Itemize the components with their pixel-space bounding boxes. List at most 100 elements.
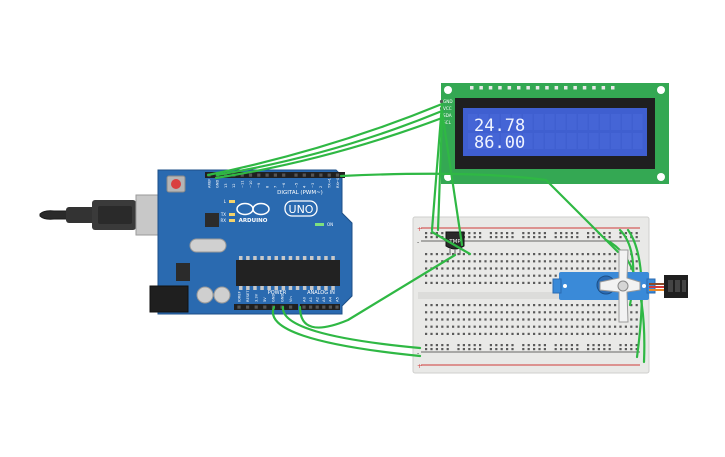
digital-pin-label: ~10	[249, 180, 253, 188]
header-pin[interactable]	[327, 173, 331, 177]
wire-a0-sensor	[298, 253, 457, 329]
arduino-logo-text: ARDUINO	[239, 218, 268, 224]
lcd-line-2: 86.00	[474, 133, 525, 153]
wire-gnd-rail	[281, 305, 422, 350]
mount-hole	[563, 284, 567, 288]
crystal-oscillator	[189, 238, 227, 253]
header-pin[interactable]	[302, 305, 306, 309]
digital-pin-label: ~6	[282, 182, 286, 188]
mount-hole	[444, 173, 452, 181]
header-pin[interactable]	[240, 173, 244, 177]
digital-pin-label: 12	[232, 183, 236, 188]
analog-pin-label: A4	[328, 296, 333, 302]
header-pin[interactable]	[257, 173, 261, 177]
usb-chip	[205, 213, 219, 227]
analog-pin-label: A0	[301, 296, 306, 302]
header-pin[interactable]	[294, 173, 298, 177]
power-jack[interactable]	[149, 285, 189, 313]
mount-hole	[444, 86, 452, 94]
lcd-pin-label: SDA	[443, 113, 452, 118]
on-led-label: ON	[327, 222, 333, 227]
capacitor	[213, 286, 231, 304]
analog-label: ANALOG IN	[307, 290, 335, 296]
chip-pins	[239, 256, 335, 260]
uno-badge	[284, 200, 318, 217]
header-pin[interactable]	[248, 173, 253, 177]
usb-cable	[39, 194, 167, 236]
power-pin-label: GND	[280, 294, 284, 302]
lcd-line-1: 24.78	[474, 116, 525, 136]
header-pin[interactable]	[309, 305, 313, 309]
header-pin[interactable]	[263, 305, 267, 309]
digital-pin-label: 4	[303, 185, 307, 188]
lcd-character-cells	[468, 114, 643, 149]
wire-lcd-sensor	[440, 109, 464, 247]
led-label-tx: TX	[220, 212, 226, 217]
status-leds: L TX RX ON	[220, 199, 333, 227]
led-label-l: L	[224, 199, 227, 204]
lcd-header-pins	[470, 86, 615, 90]
header-pin[interactable]	[289, 305, 293, 309]
header-pin[interactable]	[311, 173, 315, 177]
lcd-pin-label: GND	[443, 99, 453, 104]
mount-hole	[657, 86, 665, 94]
center-channel	[418, 292, 644, 299]
analog-pin-label: A5	[334, 296, 339, 302]
analog-header	[300, 304, 340, 310]
breadboard-holes	[425, 232, 638, 351]
digital-pin-label: 13	[224, 183, 228, 188]
header-pin[interactable]	[224, 173, 228, 177]
wire-lcd-vcc-rail	[436, 116, 444, 232]
header-pin[interactable]	[322, 305, 326, 309]
wire-rail-sensor	[430, 230, 472, 256]
lcd-pin-label: VCC	[443, 106, 452, 111]
reset-button-cap[interactable]	[171, 179, 181, 189]
digital-pin-label: ~9	[257, 182, 261, 188]
wire-digital-servo	[339, 172, 620, 254]
digital-pin-label: 2	[319, 186, 323, 188]
power-pin-label: 5V	[263, 297, 267, 302]
header-pin[interactable]	[335, 173, 340, 177]
wire-5v-rail	[271, 305, 422, 358]
wire-sda-lcd	[214, 116, 444, 180]
header-pin[interactable]	[273, 173, 277, 177]
digital-pin-label: GND	[216, 180, 220, 188]
power-pin-label: GND	[272, 294, 276, 302]
digital-pin-label: AREF	[207, 179, 211, 188]
breadboard: + - - +	[412, 216, 650, 374]
rail-plus-label: +	[417, 363, 422, 370]
header-pin[interactable]	[282, 173, 286, 177]
header-pin[interactable]	[254, 305, 258, 309]
led-label-rx: RX	[220, 218, 226, 223]
lcd-pin[interactable]	[439, 99, 444, 104]
mount-hole	[642, 284, 646, 288]
rail-minus-label: -	[417, 239, 419, 246]
wire-vcc-lcd	[215, 109, 444, 177]
digital-label: DIGITAL (PWM~)	[277, 190, 323, 196]
power-label: POWER	[268, 290, 287, 296]
digital-pin-label: ~5	[294, 183, 298, 188]
header-pin[interactable]	[319, 173, 323, 177]
digital-pin-label: RX←0	[336, 177, 340, 188]
power-pin-label: IOREF	[237, 291, 241, 302]
header-pin[interactable]	[237, 305, 241, 309]
header-pin[interactable]	[315, 305, 319, 309]
header-pin[interactable]	[335, 305, 339, 309]
voltage-regulator	[176, 263, 190, 281]
header-pin[interactable]	[246, 305, 250, 309]
header-pin[interactable]	[302, 173, 306, 177]
capacitor	[196, 286, 214, 304]
servo-motor	[552, 249, 688, 323]
rail-plus-label: +	[417, 226, 422, 233]
lcd-pin-label: SCL	[443, 120, 452, 125]
power-pin-label: 3.3V	[255, 293, 259, 302]
power-pin-label: Vin	[289, 296, 293, 302]
digital-pin-label: 7	[274, 186, 278, 188]
analog-pin-label: A1	[308, 296, 313, 302]
rail-minus-label: -	[417, 350, 419, 357]
chip-pins	[239, 286, 335, 290]
header-pin[interactable]	[265, 173, 269, 177]
header-pin[interactable]	[328, 305, 332, 309]
